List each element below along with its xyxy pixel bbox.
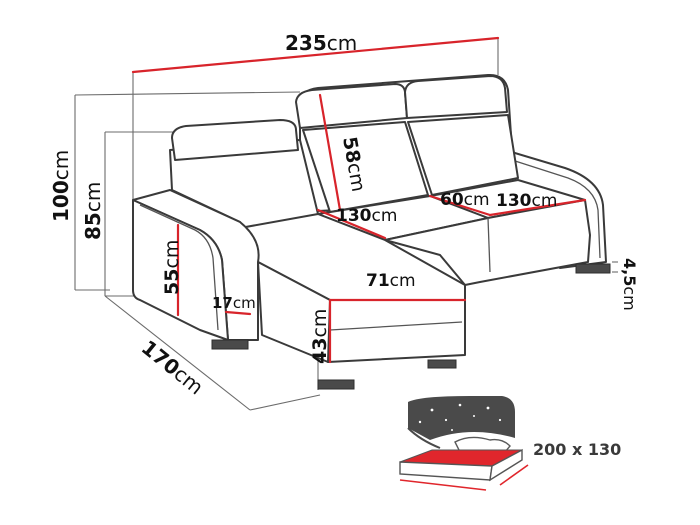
left-armrest-side — [132, 199, 229, 341]
main-seat-base — [384, 199, 591, 286]
dim-label-height-armrest: 85cm — [81, 182, 105, 240]
dimension-lines — [131, 36, 587, 364]
dim-label-armrest-height: 55cm — [161, 240, 183, 295]
dim-label-chaise-front-width: 71cm — [366, 271, 416, 291]
back-cushion-left — [302, 121, 429, 213]
leg — [317, 379, 355, 390]
headrest-right — [404, 75, 508, 119]
sofa-illustration — [132, 73, 611, 390]
dim-label-depth-chaise: 170cm — [137, 335, 208, 399]
dim-label-width-total: 235cm — [285, 31, 357, 55]
leg — [575, 263, 611, 274]
dim-label-backrest-height: 58cm — [338, 135, 369, 193]
dim-label-leg-height: 4,5cm — [620, 258, 639, 311]
chaise-front — [324, 299, 466, 363]
dim-label-seat-width-chaise: 130cm — [336, 206, 397, 226]
dim-label-seat-depth: 60cm — [440, 190, 490, 210]
back-cushion-right — [407, 114, 519, 196]
dim-label-height-total: 100cm — [49, 150, 73, 222]
dim-label-seat-width-main: 130cm — [496, 191, 557, 211]
dim-label-seat-height: 43cm — [309, 309, 331, 364]
dim-label-armrest-width: 17cm — [212, 294, 256, 312]
bed-size-label: 200 x 130 — [533, 440, 621, 459]
bed-function-icon — [399, 396, 529, 491]
chaise-headrest — [171, 119, 299, 161]
leg — [211, 339, 249, 350]
leg — [427, 359, 457, 369]
